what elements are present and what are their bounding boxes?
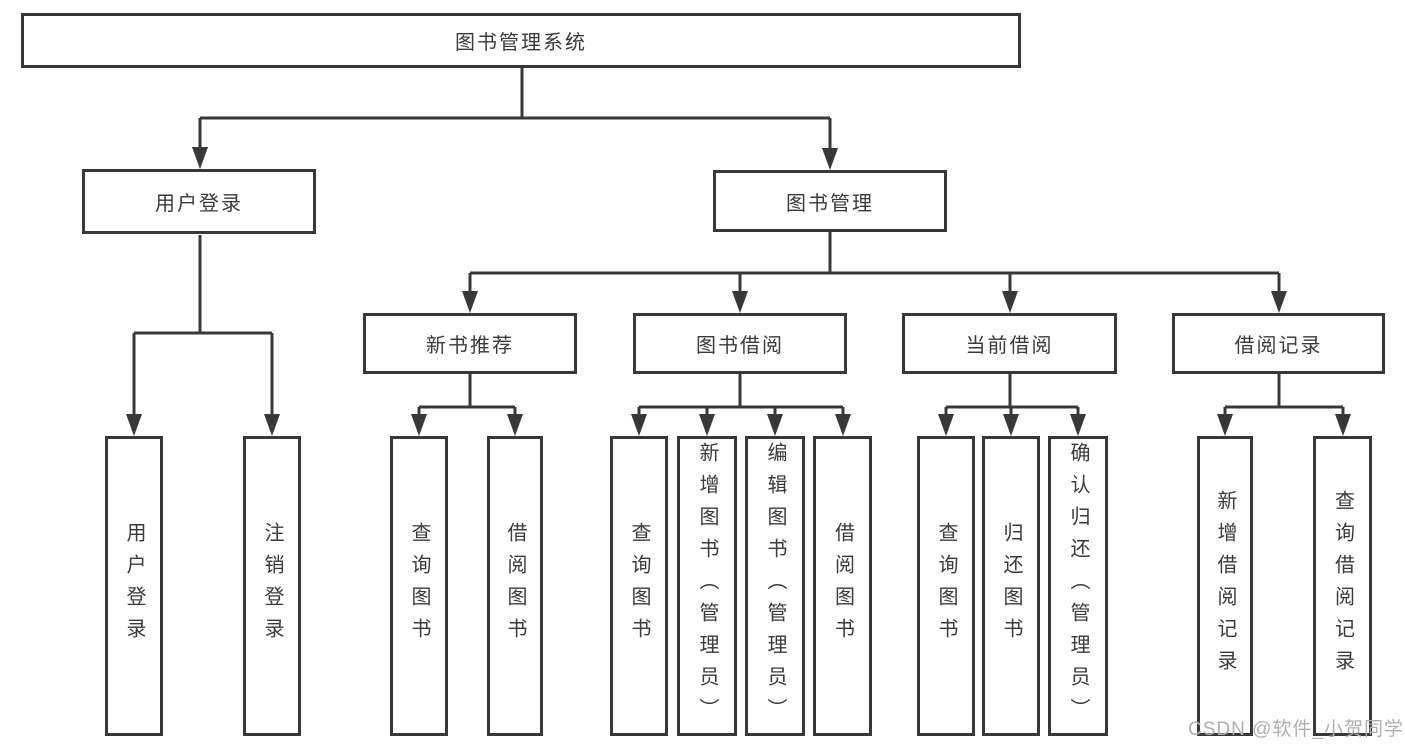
node-label: 查询图书 <box>628 522 650 650</box>
arrow-down-icon <box>732 291 748 313</box>
node-label: 图书借阅 <box>696 335 784 357</box>
node-library-system: 图书管理系统 <box>21 13 1021 68</box>
node-label: 用户登录 <box>155 193 243 215</box>
node-label: 图书管理 <box>786 192 874 215</box>
arrow-down-icon <box>1271 291 1287 313</box>
arrow-down-icon <box>631 414 647 436</box>
node-borrowing-records: 借阅记录 <box>1172 313 1385 374</box>
node-label: 编辑图书（管理员） <box>764 442 786 730</box>
node-query-books-current: 查询图书 <box>917 436 975 736</box>
node-edit-books-admin: 编辑图书（管理员） <box>745 436 805 736</box>
arrow-down-icon <box>1070 414 1086 436</box>
node-label: 新增图书（管理员） <box>696 442 718 730</box>
arrow-down-icon <box>1335 414 1351 436</box>
node-book-management: 图书管理 <box>713 170 947 232</box>
node-add-borrow-record: 新增借阅记录 <box>1197 436 1253 736</box>
node-return-books: 归还图书 <box>982 436 1040 736</box>
node-label: 注销登录 <box>261 522 283 650</box>
node-label: 查询图书 <box>935 522 957 650</box>
node-label: 用户登录 <box>123 522 145 650</box>
arrow-down-icon <box>767 414 783 436</box>
node-label: 新书推荐 <box>426 335 514 357</box>
node-label: 当前借阅 <box>965 335 1054 357</box>
node-current-borrowing: 当前借阅 <box>902 313 1117 374</box>
node-new-book-recommend: 新书推荐 <box>363 313 577 374</box>
node-label: 图书管理系统 <box>455 32 587 54</box>
arrow-down-icon <box>699 414 715 436</box>
arrowheads <box>126 147 1351 436</box>
node-label: 借阅图书 <box>831 522 854 650</box>
arrow-down-icon <box>1003 414 1019 436</box>
arrow-down-icon <box>507 414 523 436</box>
node-label: 确认归还（管理员） <box>1067 442 1089 730</box>
arrow-down-icon <box>1002 291 1018 313</box>
arrow-down-icon <box>126 414 142 436</box>
arrow-down-icon <box>264 414 280 436</box>
node-confirm-return-admin: 确认归还（管理员） <box>1048 436 1108 736</box>
node-query-borrow-record: 查询借阅记录 <box>1313 436 1372 736</box>
arrow-down-icon <box>938 414 954 436</box>
node-borrow-books: 借阅图书 <box>813 436 872 736</box>
node-borrow-books-newrec: 借阅图书 <box>487 436 543 736</box>
node-label: 查询图书 <box>408 522 430 650</box>
node-user-login-group: 用户登录 <box>82 169 316 234</box>
arrow-down-icon <box>411 414 427 436</box>
node-book-borrowing: 图书借阅 <box>633 313 847 374</box>
arrow-down-icon <box>822 148 838 170</box>
node-label: 借阅图书 <box>504 522 526 650</box>
node-label: 新增借阅记录 <box>1214 490 1236 682</box>
node-label: 查询借阅记录 <box>1331 490 1354 682</box>
node-add-books-admin: 新增图书（管理员） <box>677 436 737 736</box>
node-logout: 注销登录 <box>243 436 301 736</box>
arrow-down-icon <box>835 414 851 436</box>
node-label: 借阅记录 <box>1234 335 1323 357</box>
arrow-down-icon <box>462 291 478 313</box>
node-user-login: 用户登录 <box>105 436 163 736</box>
arrow-down-icon <box>192 147 208 169</box>
node-query-books-borrow: 查询图书 <box>610 436 668 736</box>
node-query-books-newrec: 查询图书 <box>390 436 448 736</box>
csdn-watermark: CSDN @软件_小贺同学 <box>1188 719 1404 740</box>
node-label: 归还图书 <box>1000 522 1022 650</box>
arrow-down-icon <box>1217 414 1233 436</box>
